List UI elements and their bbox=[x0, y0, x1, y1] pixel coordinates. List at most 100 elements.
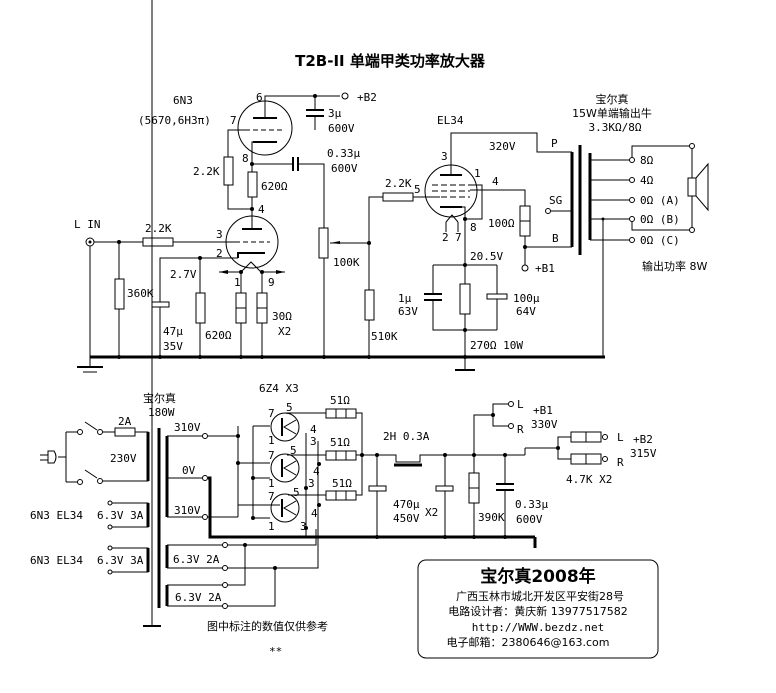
r-grid bbox=[114, 278, 125, 310]
mains-voltage: 230V bbox=[110, 452, 137, 465]
r-grid-label: 360K bbox=[127, 287, 154, 300]
c-large bbox=[486, 293, 508, 300]
r-bleed-label: 390K bbox=[478, 511, 505, 524]
r-power-grid-label: 2.2K bbox=[385, 177, 412, 190]
rt1-pin7: 7 bbox=[268, 407, 275, 420]
c-large-voltage: 64V bbox=[516, 305, 536, 318]
pin-8: 8 bbox=[242, 152, 249, 165]
rt2-pin4: 4 bbox=[313, 465, 320, 478]
r-grid-out bbox=[364, 289, 375, 321]
ep-pin-5: 5 bbox=[414, 183, 421, 196]
fuse bbox=[114, 427, 136, 437]
credit-email[interactable]: 电子邮箱：2380646@163.com bbox=[447, 635, 610, 649]
ot-tap-p: P bbox=[551, 137, 558, 150]
b1-out-l bbox=[508, 401, 514, 407]
output-power: 输出功率 8W bbox=[642, 259, 707, 273]
rectifier-tube-3 bbox=[270, 493, 300, 523]
c-b2-value: 3μ bbox=[328, 107, 342, 120]
ep-pin-4: 4 bbox=[492, 175, 499, 188]
preamp-triode-lower bbox=[225, 209, 279, 273]
pt-power: 180W bbox=[148, 406, 175, 419]
heater-value-2: 6.3V 3A bbox=[97, 554, 144, 567]
rt3-pin5: 5 bbox=[293, 486, 300, 499]
c-filter-2 bbox=[435, 485, 454, 492]
c-large-value: 100μ bbox=[513, 292, 540, 305]
pin-4: 4 bbox=[258, 203, 265, 216]
r-rect-2 bbox=[325, 450, 357, 461]
ot-sec-4ohm: 4Ω bbox=[640, 174, 654, 187]
cathode-voltage: 2.7V bbox=[170, 268, 197, 281]
sec-310v-1: 310V bbox=[174, 421, 201, 434]
input-label: L IN bbox=[74, 218, 101, 231]
heater-value-1: 6.3V 3A bbox=[97, 509, 144, 522]
r-cathode-label: 620Ω bbox=[205, 329, 232, 342]
credit-address: 广西玉林市城北开发区平安街28号 bbox=[456, 589, 624, 603]
rt3-pin3: 3 bbox=[300, 520, 307, 533]
ot-sec-0c: 0Ω (C) bbox=[640, 234, 680, 247]
power-plug-icon bbox=[40, 450, 66, 464]
r-power-cathode bbox=[459, 283, 471, 315]
credit-box: 宝尔真2008年 广西玉林市城北开发区平安街28号 电路设计者：黄庆新 1397… bbox=[417, 559, 659, 659]
r-heater-count: X2 bbox=[278, 325, 291, 338]
r-load-label: 620Ω bbox=[261, 180, 288, 193]
r-in-label: 2.2K bbox=[145, 222, 172, 235]
power-switch-1[interactable] bbox=[84, 421, 98, 431]
sec-0v: 0V bbox=[182, 464, 196, 477]
b2-voltage: 315V bbox=[630, 447, 657, 460]
r-grid-out-label: 510K bbox=[371, 330, 398, 343]
pin-2: 2 bbox=[216, 247, 223, 260]
volume-pot[interactable] bbox=[318, 227, 329, 259]
ep-pin-3: 3 bbox=[441, 150, 448, 163]
r-rect-3-label: 51Ω bbox=[332, 477, 352, 490]
speaker-icon bbox=[687, 162, 709, 212]
c-b2-voltage: 600V bbox=[328, 122, 355, 135]
rt1-pin1: 1 bbox=[268, 434, 275, 447]
sec-310v-2: 310V bbox=[174, 504, 201, 517]
fuse-label: 2A bbox=[118, 415, 132, 428]
ot-desc: 15W单端输出牛 bbox=[572, 106, 652, 120]
credit-url[interactable]: http://WWW.bezdz.net bbox=[472, 621, 604, 634]
r-in bbox=[142, 237, 174, 247]
pt-brand: 宝尔真 bbox=[143, 391, 176, 405]
r-rect-1-label: 51Ω bbox=[330, 394, 350, 407]
c-couple-voltage: 600V bbox=[331, 162, 358, 175]
heater-label-1: 6N3 EL34 bbox=[30, 509, 83, 522]
rect-heater-2: 6.3V 2A bbox=[175, 591, 222, 604]
values-note: 图中标注的数值仅供参考 bbox=[207, 619, 328, 633]
choke-label: 2H 0.3A bbox=[383, 430, 430, 443]
b2-l-label: L bbox=[617, 431, 624, 444]
rectifier-tube-1 bbox=[270, 412, 300, 442]
c-filter-count: X2 bbox=[425, 506, 438, 519]
ot-tap-sg: SG bbox=[549, 194, 562, 207]
c-filter-voltage: 450V bbox=[393, 512, 420, 525]
r-rect-3 bbox=[325, 490, 357, 501]
rt2-pin1: 1 bbox=[268, 477, 275, 490]
rectifier-label: 6Z4 X3 bbox=[259, 382, 299, 395]
c-filter-1 bbox=[368, 485, 387, 492]
rect-heater-1: 6.3V 2A bbox=[173, 553, 220, 566]
plate-voltage: 320V bbox=[489, 140, 516, 153]
power-tube-label: EL34 bbox=[437, 114, 464, 127]
c-cathode-voltage: 35V bbox=[163, 340, 183, 353]
r-power-cathode-label: 270Ω 10W bbox=[470, 339, 523, 352]
rt2-pin5: 5 bbox=[290, 444, 297, 457]
b2-supply-label: +B2 bbox=[633, 433, 653, 446]
b1-out-r bbox=[508, 423, 514, 429]
ot-sec-0a: 0Ω (A) bbox=[640, 194, 680, 207]
r-b2-label: 4.7K X2 bbox=[566, 473, 612, 486]
rt2-pin7: 7 bbox=[268, 449, 275, 462]
c-small-voltage: 63V bbox=[398, 305, 418, 318]
pin-3: 3 bbox=[216, 228, 223, 241]
r-screen-label: 100Ω bbox=[488, 217, 515, 230]
schematic-title: T2B-II 单端甲类功率放大器 bbox=[295, 52, 486, 70]
credit-heading: 宝尔真2008年 bbox=[480, 566, 595, 587]
ot-sec-8ohm: 8Ω bbox=[640, 154, 654, 167]
rt2-pin3: 3 bbox=[308, 477, 315, 490]
b1-label: +B1 bbox=[535, 262, 555, 275]
preamp-tube-label: 6N3 bbox=[173, 94, 193, 107]
b2-r-label: R bbox=[617, 456, 624, 469]
r-grid2-label: 2.2K bbox=[193, 165, 220, 178]
credit-designer: 电路设计者：黄庆新 13977517582 bbox=[448, 604, 627, 618]
pin-1: 1 bbox=[234, 276, 241, 289]
power-switch-2[interactable] bbox=[84, 469, 98, 479]
